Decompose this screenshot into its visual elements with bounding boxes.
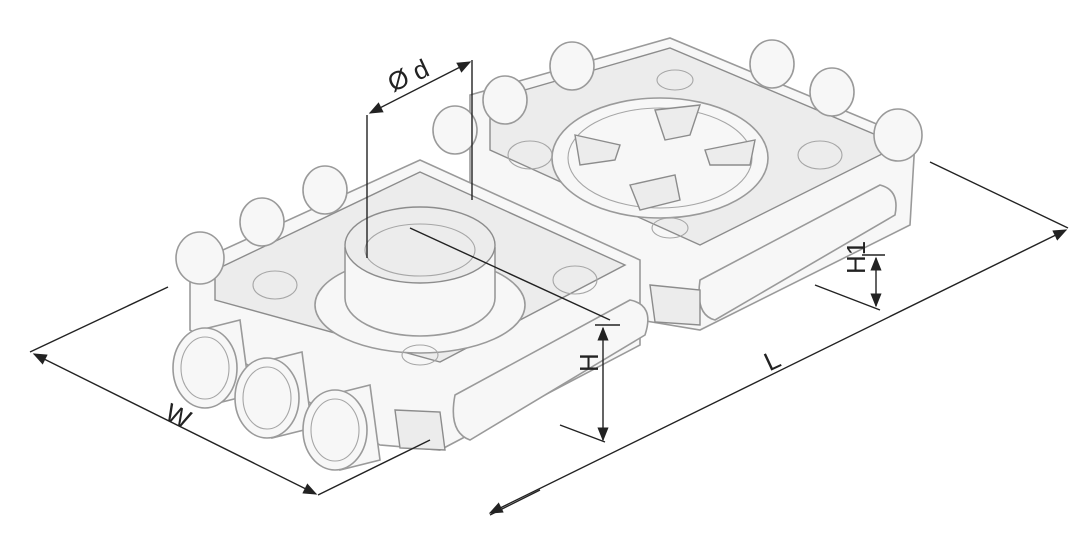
- dimension-l: [488, 161, 1069, 516]
- dimension-w: [29, 286, 431, 496]
- label-l: L: [759, 344, 785, 377]
- top-collar: [314, 206, 526, 354]
- label-h1: H1: [841, 241, 871, 274]
- label-h: H: [574, 353, 604, 372]
- rear-spigots: [432, 39, 923, 162]
- label-d: Ø d: [383, 53, 434, 98]
- front-rear-spigots: [175, 165, 348, 285]
